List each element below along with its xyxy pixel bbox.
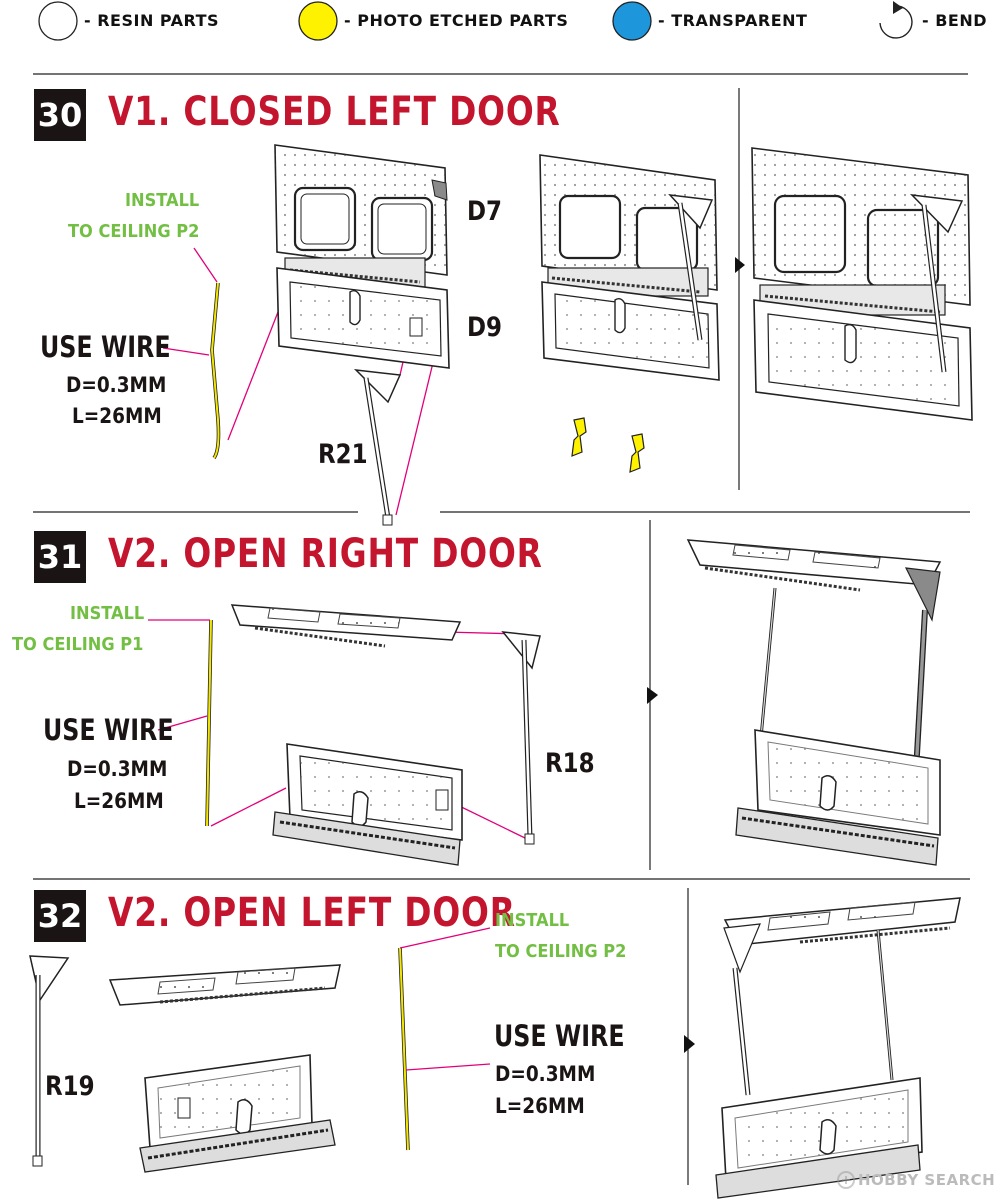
install-label: TO CEILING P2	[495, 941, 627, 962]
part-label: D7	[467, 196, 503, 227]
install-label: TO CEILING P1	[12, 634, 144, 655]
wire-length: L=26MM	[72, 404, 162, 428]
install-label: INSTALL	[125, 190, 200, 211]
step-32-drawings	[29, 897, 961, 1199]
step-number: 32	[34, 890, 86, 942]
ceiling-plate-31	[230, 604, 462, 648]
watermark-logo-icon	[837, 1171, 855, 1189]
part-label: R18	[545, 748, 595, 779]
door-assembly-30-result	[751, 147, 973, 421]
open-door-31	[272, 743, 463, 866]
open-door-31-result	[686, 539, 942, 866]
wire-length: L=26MM	[495, 1094, 585, 1118]
wire-diameter: D=0.3MM	[67, 757, 168, 781]
photo-etched-swatch	[298, 1, 338, 41]
legend-bend-label: - BEND	[922, 11, 988, 30]
transparent-swatch	[612, 1, 652, 41]
open-door-32	[139, 1054, 336, 1173]
strut-r19	[29, 955, 70, 1167]
wire-label: USE WIRE	[40, 330, 171, 364]
ceiling-plate-32	[108, 964, 341, 1006]
wire-label: USE WIRE	[43, 713, 174, 747]
step-number: 30	[34, 89, 86, 141]
step-number: 31	[34, 531, 86, 583]
door-panel-30b	[276, 267, 450, 369]
watermark: HOBBY SEARCH	[858, 1171, 996, 1189]
wire-diameter: D=0.3MM	[66, 373, 167, 397]
wire-label: USE WIRE	[494, 1019, 625, 1053]
arrow-icon	[684, 1035, 695, 1053]
step-title: V2. OPEN LEFT DOOR	[108, 890, 516, 936]
install-label: TO CEILING P2	[68, 221, 200, 242]
door-panel-30a	[274, 144, 448, 289]
step-title: V1. CLOSED LEFT DOOR	[108, 89, 561, 135]
strut-r18	[501, 631, 541, 845]
bend-icon	[879, 1, 913, 39]
legend-resin-label: - RESIN PARTS	[84, 11, 220, 30]
part-label: D9	[467, 312, 503, 343]
part-label: R21	[318, 439, 368, 470]
arrow-icon	[735, 257, 745, 273]
wire-diameter: D=0.3MM	[495, 1062, 596, 1086]
arrow-icon	[647, 687, 658, 704]
install-label: INSTALL	[495, 910, 570, 931]
install-label: INSTALL	[70, 603, 145, 624]
part-label: R19	[45, 1071, 95, 1102]
legend-photo-etched-label: - PHOTO ETCHED PARTS	[344, 11, 569, 30]
step-31-drawings	[148, 539, 942, 866]
legend-symbols	[38, 1, 913, 41]
step-title: V2. OPEN RIGHT DOOR	[108, 531, 543, 577]
legend-transparent-label: - TRANSPARENT	[658, 11, 808, 30]
door-assembly-30-mid	[539, 154, 720, 381]
open-door-32-result	[715, 897, 961, 1199]
step-30-drawings	[162, 144, 973, 526]
resin-swatch	[38, 1, 78, 41]
step-arrows	[647, 257, 745, 1053]
strut-r21	[353, 369, 402, 526]
wire-length: L=26MM	[74, 789, 164, 813]
